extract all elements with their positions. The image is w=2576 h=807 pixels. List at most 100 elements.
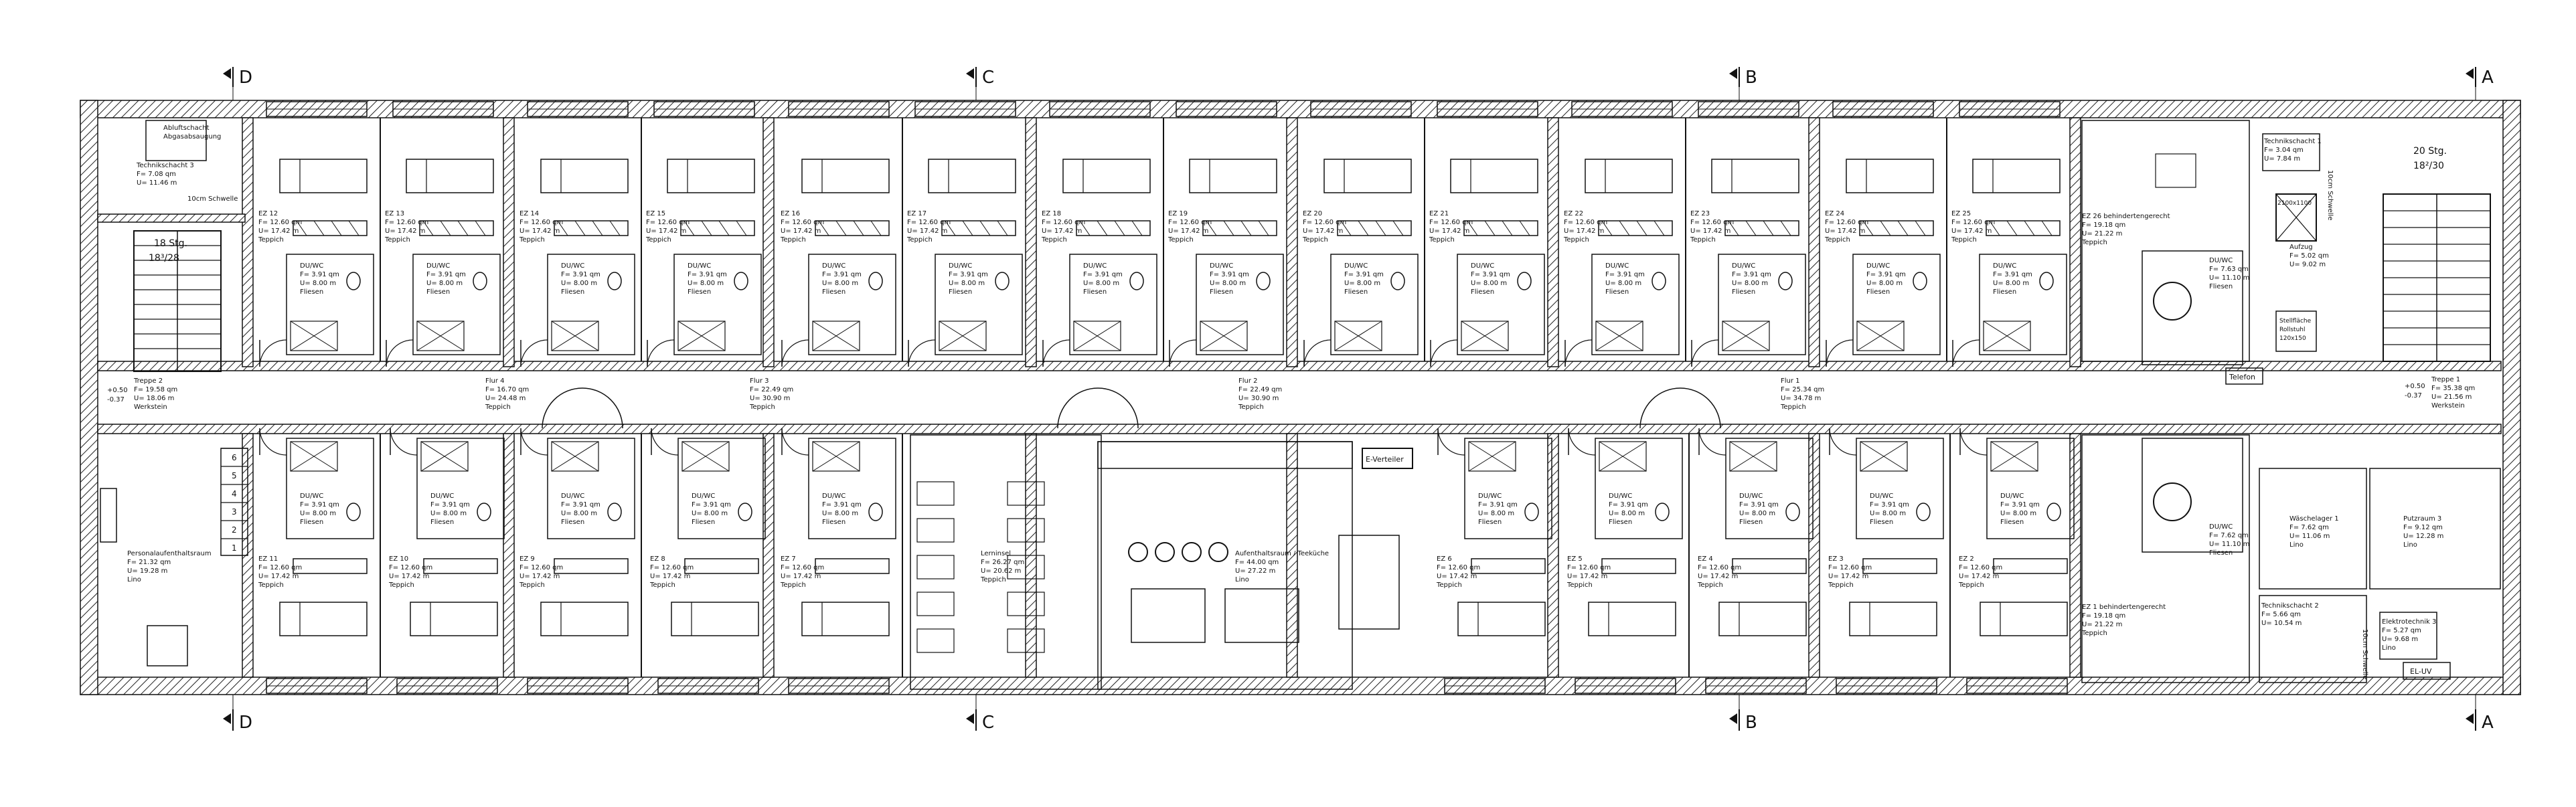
shower-tray-top-12 [1856,321,1905,351]
shower-diag-b-top-13 [1983,321,2031,351]
bed-top-12 [1846,159,1934,193]
bottom-room-10-label-area: F= 12.60 qm [1959,564,2002,571]
flur-2-name: Flur 3 [750,377,769,385]
desk-bot-0 [293,558,368,574]
bottom-room-3-label-name: EZ 9 [519,555,535,563]
top-room-10-label-perimeter: U= 17.42 m [1429,228,1469,235]
bed-bot-6 [1588,602,1676,636]
desk-hatch-8-2 [1375,220,1386,236]
shower-tray-bot-0 [290,441,338,472]
bath-top-3-floor: Fliesen [688,288,711,296]
desk-hatch-7-2 [1240,220,1252,236]
tech-shaft-2 [2259,595,2367,683]
toilet-bot-2 [607,503,622,521]
section-label-top-D: D [239,68,252,88]
section-marker-top-C [966,68,974,79]
desk-hatch-13-2 [2024,220,2035,236]
bed-top-10 [1585,159,1673,193]
tech-shaft-1 [2262,133,2320,171]
desk-r-1 [1007,518,1045,543]
flur-3-area: F= 22.49 qm [1238,386,1282,393]
flur-2-perim: U= 30.90 m [750,395,790,402]
lounge-table-b [1224,588,1299,643]
desk-r-4 [1007,628,1045,653]
bath-top-12-perim: U= 8.00 m [1866,280,1903,287]
bath-top-9-floor: Fliesen [1471,288,1494,296]
desk-hatch-13-1 [2006,220,2018,236]
desk-bot-3 [684,558,759,574]
bath-bot-2-floor: Fliesen [561,519,584,526]
treppe2-level-b: -0.37 [107,396,125,404]
outer-wall-right [2502,100,2521,695]
bath-bot-1-name: DU/WC [430,492,454,500]
top-room-2-label-name: EZ 13 [385,210,404,217]
elevator-area: F= 5.02 qm [2289,252,2329,260]
wheelchair-line-1: Rollstuhl [2279,327,2305,333]
toilet-bot-8 [1916,503,1931,521]
lounge-table-a [1131,588,1206,643]
ez1-area: F= 19.18 qm [2082,612,2125,620]
bath-bot-4-name: DU/WC [822,492,846,500]
top-room-12-label-name: EZ 23 [1690,210,1710,217]
shower-diag-b-top-5 [939,321,987,351]
toilet-top-10 [1652,272,1666,290]
bath-top-11-name: DU/WC [1732,262,1755,270]
drawing-layer [80,67,2521,731]
toilet-bot-7 [1785,503,1800,521]
top-room-10-label-name: EZ 21 [1429,210,1449,217]
desk-hatch-3-1 [701,220,712,236]
bottom-room-9-label-area: F= 12.60 qm [1828,564,1872,571]
desk-hatch-11-3 [1780,220,1791,236]
bottom-room-1-label-floor: Teppich [258,581,284,589]
top-room-11-label-area: F= 12.60 qm [1564,219,1607,226]
desk-hatch-0-3 [348,220,359,236]
learning-name: Lerninsel [981,550,1011,557]
top-room-11-label-name: EZ 22 [1564,210,1583,217]
desk-r-3 [1007,592,1045,616]
bed-top-8 [1323,159,1412,193]
top-room-6-label-perimeter: U= 17.42 m [907,228,947,235]
bath-top-5-name: DU/WC [949,262,972,270]
bath-top-9-area: F= 3.91 qm [1471,271,1510,278]
wheelchair-line-2: 120x150 [2279,335,2306,342]
bottom-room-2-label-name: EZ 10 [389,555,408,563]
desk-hatch-6-1 [1097,220,1108,236]
bathroom-top-1 [412,254,501,355]
cleaning-floor: Lino [2403,541,2417,549]
desk-top-9 [1463,220,1538,236]
shower-diag-b-top-0 [290,321,338,351]
treppe1-area: F= 35.38 qm [2431,385,2475,392]
bottom-room-4-label-perimeter: U= 17.42 m [650,573,690,580]
flur-1-name: Flur 4 [485,377,505,385]
bed-bot-4 [801,602,890,636]
bottom-room-7-label-area: F= 12.60 qm [1567,564,1611,571]
desk-hatch-9-2 [1502,220,1513,236]
abluft-line1: Abluftschacht [163,124,210,132]
laundry-room [2259,468,2367,590]
laundry-perim: U= 11.06 m [2289,533,2330,540]
electro-room [2379,612,2437,660]
staff-room-name: Personalaufenthaltsraum [127,550,212,557]
top-room-12-label-floor: Teppich [1690,236,1716,244]
top-room-8-label-name: EZ 19 [1168,210,1188,217]
bath-top-4-perim: U= 8.00 m [822,280,858,287]
desk-hatch-1-3 [475,220,486,236]
bottom-room-5-label-area: F= 12.60 qm [781,564,824,571]
outer-wall-left [80,100,98,695]
top-room-2-label-perimeter: U= 17.42 m [385,228,425,235]
lounge-name: Aufenthaltsraum / Teeküche [1235,550,1329,557]
bath-bot-4-area: F= 3.91 qm [822,501,862,509]
bath-bot-8-area: F= 3.91 qm [1870,501,1909,509]
bath-top-6-name: DU/WC [1083,262,1107,270]
top-room-11-label-floor: Teppich [1563,236,1589,244]
desk-hatch-9-0 [1467,220,1478,236]
stair1-ratio: 18²/30 [2413,161,2444,171]
elevator-perim: U= 9.02 m [2289,261,2326,268]
bath-top-0-name: DU/WC [300,262,323,270]
flur-1-floor: Teppich [485,404,511,411]
top-room-12-label-perimeter: U= 17.42 m [1690,228,1730,235]
shower-tray-top-7 [1200,321,1248,351]
top-room-4-label-area: F= 12.60 qm [646,219,690,226]
cleaning-name: Putzraum 3 [2403,515,2441,523]
bath-top-11-floor: Fliesen [1732,288,1755,296]
